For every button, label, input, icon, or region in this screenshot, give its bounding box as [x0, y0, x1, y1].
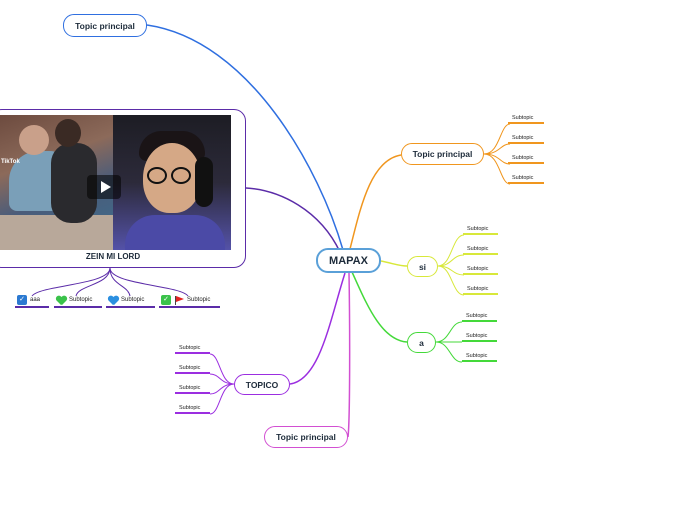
topic-topico[interactable]: TOPICO: [234, 374, 290, 395]
marker-item-1[interactable]: ✓ aaa: [15, 295, 49, 308]
marker-label: aaa: [30, 297, 41, 303]
green-check-icon: ✓: [161, 295, 171, 305]
marker-item-4[interactable]: ✓ Subtopic: [159, 295, 220, 308]
topic-a[interactable]: a: [407, 332, 436, 353]
subtopic-a-1[interactable]: Subtopic: [462, 312, 497, 322]
subtopic-si-4[interactable]: Subtopic: [463, 285, 498, 295]
link-bottom: [347, 272, 351, 438]
topic-top-left[interactable]: Topic principal: [63, 14, 147, 37]
play-button-icon[interactable]: [87, 175, 121, 199]
green-heart-icon: [56, 296, 66, 305]
marker-label: Subtopic: [69, 297, 93, 303]
tiktok-watermark: TikTok: [1, 159, 20, 165]
topic-si[interactable]: si: [407, 256, 438, 277]
link-top-left: [146, 24, 344, 251]
subtopic-topico-4[interactable]: Subtopic: [175, 404, 210, 414]
video-left-frame: TikTok: [0, 115, 113, 250]
link-a: [351, 271, 408, 343]
subtopic-topico-2[interactable]: Subtopic: [175, 364, 210, 374]
blue-check-icon: ✓: [17, 295, 27, 305]
blue-heart-icon: [108, 296, 118, 305]
link-topico: [289, 272, 346, 385]
marker-item-3[interactable]: Subtopic: [106, 296, 155, 308]
link-si: [380, 260, 408, 267]
subtopic-si-2[interactable]: Subtopic: [463, 245, 498, 255]
marker-label: Subtopic: [121, 297, 145, 303]
topic-orange[interactable]: Topic principal: [401, 143, 484, 165]
media-topic-card[interactable]: TikTok ZEIN MI LORD: [0, 109, 246, 268]
red-flag-icon: [174, 296, 184, 305]
subtopic-topico-3[interactable]: Subtopic: [175, 384, 210, 394]
subtopic-a-3[interactable]: Subtopic: [462, 352, 497, 362]
subtopic-orange-3[interactable]: Subtopic: [508, 154, 544, 164]
headphones-shape: [195, 157, 213, 207]
topic-bottom[interactable]: Topic principal: [264, 426, 348, 448]
subtopic-topico-1[interactable]: Subtopic: [175, 344, 210, 354]
subtopic-orange-1[interactable]: Subtopic: [508, 114, 544, 124]
marker-label: Subtopic: [187, 297, 211, 303]
subtopic-orange-2[interactable]: Subtopic: [508, 134, 544, 144]
media-card-title: ZEIN MI LORD: [85, 252, 141, 261]
subtopic-orange-4[interactable]: Subtopic: [508, 174, 544, 184]
subtopic-si-1[interactable]: Subtopic: [463, 225, 498, 235]
link-media-card: [245, 187, 341, 253]
subtopic-a-2[interactable]: Subtopic: [462, 332, 497, 342]
link-orange: [349, 154, 402, 250]
video-thumbnail[interactable]: TikTok: [0, 115, 231, 250]
central-topic[interactable]: MAPAX: [316, 248, 381, 273]
marker-item-2[interactable]: Subtopic: [54, 296, 102, 308]
subtopic-si-3[interactable]: Subtopic: [463, 265, 498, 275]
